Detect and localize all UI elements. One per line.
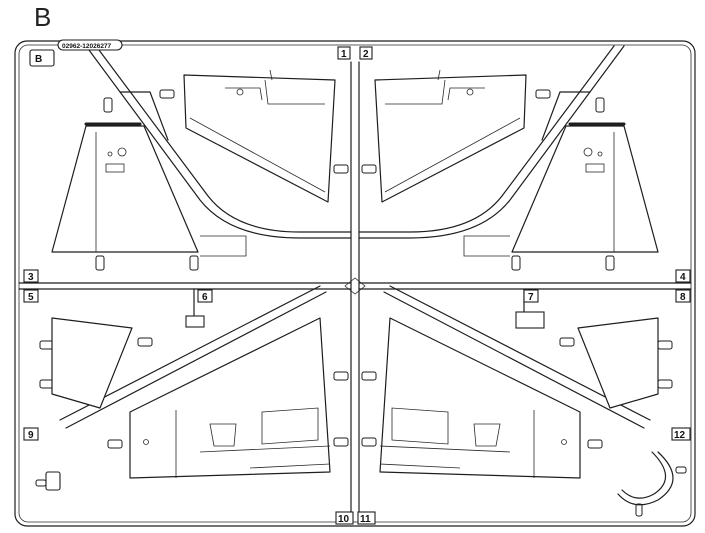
curved-bracket-part: [617, 451, 674, 506]
small-clip-part: [45, 471, 61, 491]
part-number-11: 11: [357, 511, 376, 525]
svg-text:12: 12: [674, 430, 686, 441]
part-number-1: 1: [337, 46, 351, 60]
sprue-code-plate: 02962-12026277: [57, 39, 123, 51]
svg-text:3: 3: [28, 272, 34, 283]
cross-runner: [18, 277, 692, 295]
upper-diagonal-runners: [85, 45, 625, 239]
part-5-plate: [51, 317, 133, 409]
sheet-letter: B: [34, 2, 51, 32]
sprue-tag-letter: B: [35, 54, 42, 65]
part-number-6: 6: [197, 289, 213, 303]
part-number-3: 3: [23, 269, 39, 283]
part-number-9: 9: [23, 427, 39, 441]
center-runner: [350, 61, 360, 513]
part-number-7: 7: [523, 289, 539, 303]
svg-text:9: 9: [28, 430, 34, 441]
part-number-5: 5: [23, 289, 39, 303]
part-6-block: [185, 288, 205, 328]
svg-text:1: 1: [341, 49, 347, 60]
part-number-2: 2: [359, 46, 373, 60]
part-number-12: 12: [671, 427, 691, 441]
part-3-fin: [51, 122, 247, 257]
part-9-wing: [129, 317, 331, 479]
sprue-code: 02962-12026277: [62, 43, 112, 50]
sprue-gates: [35, 89, 687, 517]
part-4-fin: [463, 122, 659, 257]
svg-text:8: 8: [680, 292, 686, 303]
part-1-flap: [183, 69, 336, 203]
part-number-tags: 1 2 3 4 5 6 7 8 9 10 11 12: [23, 46, 691, 525]
part-12-wing: [379, 317, 581, 479]
svg-text:11: 11: [360, 514, 371, 525]
sprue-tag: B: [29, 49, 55, 67]
part-number-4: 4: [675, 269, 691, 283]
svg-text:2: 2: [363, 49, 369, 60]
svg-text:4: 4: [680, 272, 686, 283]
svg-text:6: 6: [202, 292, 208, 303]
part-8-plate: [577, 317, 659, 409]
svg-text:5: 5: [28, 292, 34, 303]
part-number-10: 10: [335, 511, 354, 525]
svg-text:7: 7: [528, 292, 534, 303]
part-number-8: 8: [675, 289, 691, 303]
svg-text:10: 10: [338, 514, 350, 525]
part-2-flap: [374, 69, 527, 203]
